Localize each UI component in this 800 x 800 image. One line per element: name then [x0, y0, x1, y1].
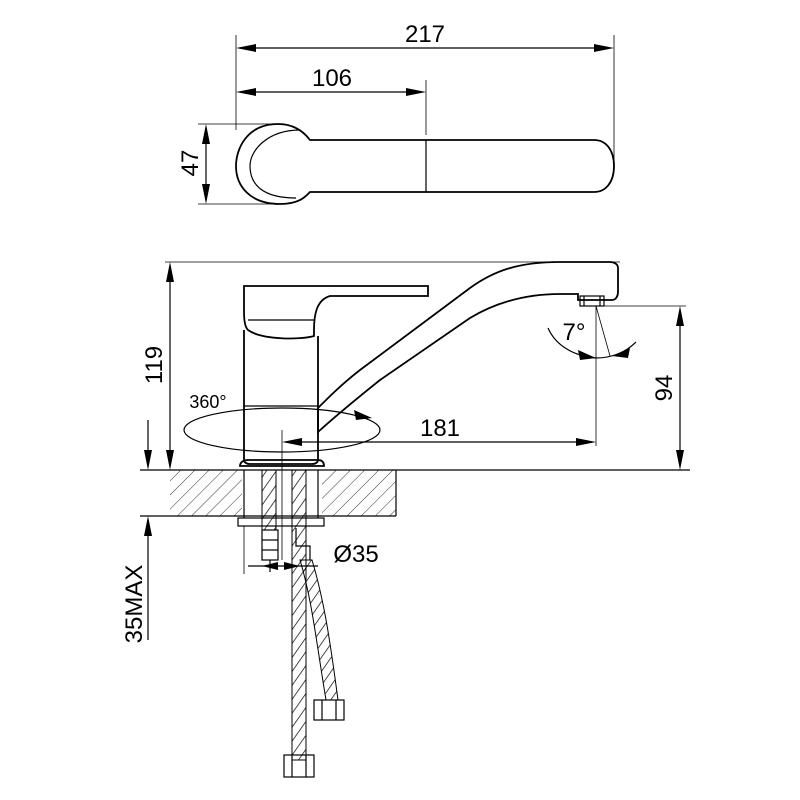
countertop: [140, 469, 690, 518]
dimension-106: 106: [236, 65, 427, 135]
top-view: 217 106 47: [177, 21, 615, 205]
dimension-217: 217: [235, 21, 615, 170]
dimension-94: 94: [604, 305, 686, 470]
dimension-diameter-35: Ø35: [243, 526, 379, 574]
dimension-47: 47: [177, 123, 280, 205]
dimension-181: 181: [281, 306, 597, 560]
label-106: 106: [312, 65, 352, 92]
faucet-body: [239, 261, 619, 467]
handle-top-view: [235, 123, 615, 205]
mounting-hardware: [237, 469, 345, 778]
dimension-119: 119: [141, 261, 620, 470]
label-7deg: 7°: [563, 319, 586, 346]
dimension-angle-7: 7°: [547, 305, 637, 360]
label-360: 360°: [189, 392, 226, 412]
label-47: 47: [177, 150, 204, 177]
label-181: 181: [420, 415, 460, 442]
side-view: 119 360°: [121, 261, 690, 778]
label-35max: 35MAX: [121, 565, 148, 644]
label-119: 119: [141, 346, 168, 384]
label-diameter-35: Ø35: [333, 541, 378, 568]
label-94: 94: [651, 375, 678, 402]
label-217: 217: [405, 21, 445, 48]
dimension-35max: 35MAX: [121, 420, 152, 643]
